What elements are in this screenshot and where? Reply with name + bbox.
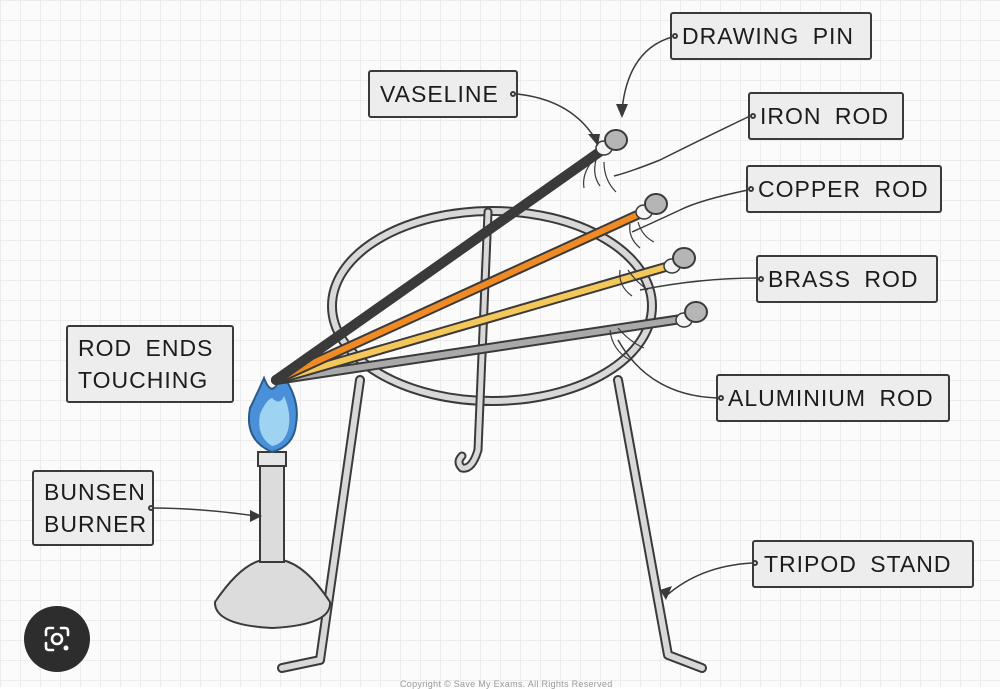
label-brass-rod-text: BRASS ROD xyxy=(768,266,919,292)
dot-tripod xyxy=(752,560,758,566)
aluminium-rod-drawing-pin xyxy=(684,301,708,323)
aluminium-rod xyxy=(271,301,708,385)
dot-drawing-pin xyxy=(672,33,678,39)
label-iron-rod: IRON ROD xyxy=(748,92,904,140)
bunsen-burner xyxy=(213,451,332,630)
google-lens-icon xyxy=(44,626,70,652)
label-brass-rod: BRASS ROD xyxy=(756,255,938,303)
label-copper-rod-text: COPPER ROD xyxy=(758,176,929,202)
label-iron-rod-text: IRON ROD xyxy=(760,103,889,129)
label-copper-rod: COPPER ROD xyxy=(746,165,942,213)
iron-rod-drawing-pin xyxy=(604,129,628,151)
label-rod-ends-line2: TOUCHING xyxy=(78,367,209,393)
rods-group xyxy=(271,129,708,385)
dot-iron-rod xyxy=(750,113,756,119)
label-bunsen-line2: BURNER xyxy=(44,511,148,537)
dot-copper-rod xyxy=(748,186,754,192)
flame xyxy=(248,375,298,454)
leader-lines xyxy=(151,36,759,597)
dot-brass-rod xyxy=(758,276,764,282)
label-drawing-pin-text: DRAWING PIN xyxy=(682,23,855,49)
label-tripod-stand: TRIPOD STAND xyxy=(752,540,974,588)
vaseline-smears xyxy=(583,159,655,361)
label-drawing-pin: DRAWING PIN xyxy=(670,12,872,60)
tripod-legs xyxy=(277,207,707,673)
copper-rod-drawing-pin xyxy=(644,193,668,215)
google-lens-button[interactable] xyxy=(24,606,90,672)
copper-rod xyxy=(271,193,668,385)
arrowheads xyxy=(250,104,672,600)
dot-aluminium-rod xyxy=(718,395,724,401)
brass-rod-drawing-pin xyxy=(672,247,696,269)
label-aluminium-rod: ALUMINIUM ROD xyxy=(716,374,950,422)
label-rod-ends-line1: ROD ENDS xyxy=(78,335,214,361)
brass-rod xyxy=(271,247,696,385)
dot-bunsen xyxy=(148,505,154,511)
label-vaseline: VASELINE xyxy=(368,70,518,118)
dot-vaseline xyxy=(510,91,516,97)
label-bunsen-line1: BUNSEN xyxy=(44,479,146,505)
label-tripod-stand-text: TRIPOD STAND xyxy=(764,551,952,577)
label-vaseline-text: VASELINE xyxy=(380,81,499,107)
label-aluminium-rod-text: ALUMINIUM ROD xyxy=(728,385,934,411)
copyright-text: Copyright © Save My Exams. All Rights Re… xyxy=(400,679,613,689)
iron-rod xyxy=(271,129,628,385)
label-bunsen-burner: BUNSEN BURNER xyxy=(32,470,154,546)
label-rod-ends-touching: ROD ENDS TOUCHING xyxy=(66,325,234,403)
